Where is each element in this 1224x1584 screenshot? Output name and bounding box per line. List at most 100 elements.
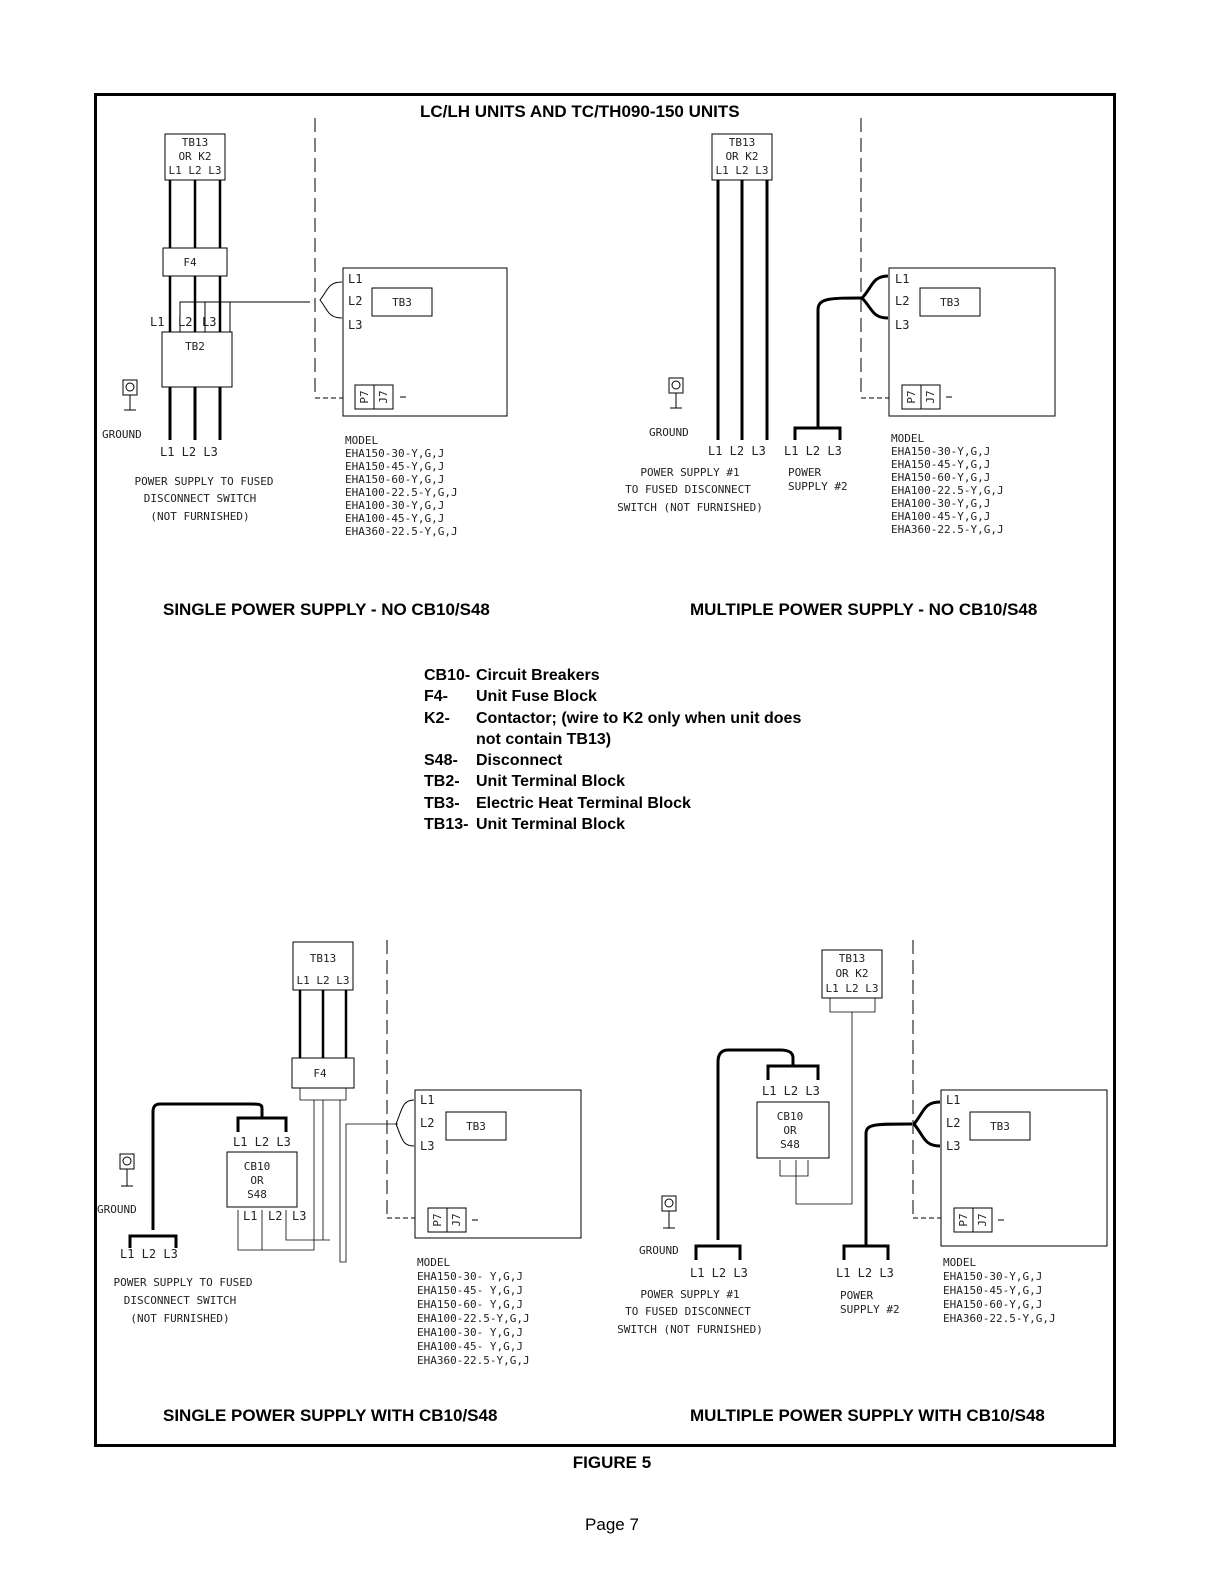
- svg-text:L1 L2 L3: L1 L2 L3: [297, 974, 350, 987]
- svg-text:L2: L2: [178, 315, 192, 329]
- legend-item: K2-Contactor; (wire to K2 only when unit…: [424, 709, 802, 748]
- svg-text:P7: P7: [431, 1213, 444, 1226]
- tb3-block: [371, 287, 433, 317]
- supply-note: DISCONNECT SWITCH: [144, 492, 257, 505]
- svg-text:MODEL: MODEL: [943, 1256, 976, 1269]
- figure-caption: FIGURE 5: [572, 1453, 652, 1472]
- svg-text:EHA150-45- Y,G,J: EHA150-45- Y,G,J: [417, 1284, 523, 1297]
- svg-text:P7: P7: [905, 390, 918, 403]
- svg-text:OR K2: OR K2: [725, 150, 758, 163]
- tb13-block: TB13 L1 L2 L3: [292, 941, 354, 991]
- caption-single-with-cb10: SINGLE POWER SUPPLY WITH CB10/S48: [163, 1406, 498, 1425]
- svg-text:L3: L3: [348, 318, 362, 332]
- heater-box: L1 L2 L3 TB3 P7 J7: [414, 1089, 582, 1239]
- supply-line-labels: L1 L2 L3: [160, 445, 218, 459]
- component-legend: CB10-Circuit Breakers F4-Unit Fuse Block…: [424, 665, 806, 835]
- svg-text:EHA150-30- Y,G,J: EHA150-30- Y,G,J: [417, 1270, 523, 1283]
- supply1-wires: [716, 180, 769, 440]
- svg-text:L2: L2: [946, 1116, 960, 1130]
- svg-text:EHA360-22.5-Y,G,J: EHA360-22.5-Y,G,J: [417, 1354, 530, 1367]
- figure-frame: [94, 93, 1116, 1447]
- svg-text:TB2: TB2: [185, 340, 205, 353]
- cb10-s48-block: CB10 OR S48 L1 L2 L3: [226, 1151, 306, 1223]
- svg-text:EHA150-60-Y,G,J: EHA150-60-Y,G,J: [891, 471, 990, 484]
- svg-text:EHA100-22.5-Y,G,J: EHA100-22.5-Y,G,J: [417, 1312, 530, 1325]
- tb3-label: TB3: [940, 296, 960, 309]
- svg-text:CB10: CB10: [244, 1160, 271, 1173]
- ground-label: GROUND: [97, 1203, 137, 1216]
- model-list: MODEL EHA150-30- Y,G,J EHA150-45- Y,G,J …: [417, 1256, 530, 1367]
- svg-text:L1: L1: [420, 1093, 434, 1107]
- ground-label: GROUND: [649, 426, 689, 439]
- svg-text:EHA150-30-Y,G,J: EHA150-30-Y,G,J: [345, 447, 444, 460]
- svg-text:EHA150-30-Y,G,J: EHA150-30-Y,G,J: [943, 1270, 1042, 1283]
- ground-label: GROUND: [102, 428, 142, 441]
- panel-multiple-with-cb10: TB13 OR K2 L1 L2 L3 L1 L2 L3 CB10 OR S48…: [617, 940, 1108, 1336]
- tb3-block: [969, 1111, 1031, 1141]
- svg-text:L2: L2: [268, 1209, 282, 1223]
- cb10-s48-block: CB10 OR S48: [756, 1101, 830, 1159]
- svg-text:TB13: TB13: [839, 952, 866, 965]
- bracket: [912, 1100, 941, 1148]
- svg-text:J7: J7: [377, 390, 390, 403]
- svg-text:S48: S48: [247, 1188, 267, 1201]
- svg-text:EHA100-22.5-Y,G,J: EHA100-22.5-Y,G,J: [891, 484, 1004, 497]
- svg-text:J7: J7: [976, 1213, 989, 1226]
- supply1-note: SWITCH (NOT FURNISHED): [617, 501, 763, 514]
- legend-item: TB3-Electric Heat Terminal Block: [424, 794, 691, 812]
- tb3-label: TB3: [990, 1120, 1010, 1133]
- svg-text:TB13: TB13: [182, 136, 209, 149]
- supply2-note: POWER: [840, 1289, 873, 1302]
- page-number: Page 7: [585, 1515, 639, 1534]
- svg-text:MODEL: MODEL: [345, 434, 378, 447]
- supply1-note: POWER SUPPLY #1: [640, 1288, 739, 1301]
- caption-multiple-with-cb10: MULTIPLE POWER SUPPLY WITH CB10/S48: [690, 1406, 1045, 1425]
- caption-single-no-cb10: SINGLE POWER SUPPLY - NO CB10/S48: [163, 600, 490, 619]
- svg-text:L2: L2: [348, 294, 362, 308]
- model-list: MODEL EHA150-30-Y,G,J EHA150-45-Y,G,J EH…: [345, 434, 458, 538]
- svg-text:J7: J7: [450, 1213, 463, 1226]
- legend-item: TB2-Unit Terminal Block: [424, 773, 626, 791]
- tb3-label: TB3: [466, 1120, 486, 1133]
- f4-fuse-block: F4: [162, 247, 228, 277]
- svg-text:TB13: TB13: [310, 952, 337, 965]
- ground-icon: [122, 379, 138, 411]
- supply1-note: TO FUSED DISCONNECT: [625, 1305, 751, 1318]
- legend-item: CB10-Circuit Breakers: [424, 667, 600, 684]
- svg-text:L3: L3: [292, 1209, 306, 1223]
- svg-text:EHA150-60-Y,G,J: EHA150-60-Y,G,J: [345, 473, 444, 486]
- f4-fuse-block: F4: [291, 1057, 355, 1089]
- supply2-line-labels: L1 L2 L3: [784, 444, 842, 458]
- heater-feed-wire: [179, 301, 310, 332]
- tb2-block: TB2 L1 L2 L3: [150, 315, 233, 388]
- panel-multiple-no-cb10: TB13 OR K2 L1 L2 L3 GROUND L1 L2 L3 L1 L…: [617, 118, 1056, 536]
- heater-box: L1 L2 L3 TB3 P7 J7: [940, 1089, 1108, 1247]
- svg-text:L3: L3: [202, 315, 216, 329]
- svg-text:P7: P7: [957, 1213, 970, 1226]
- svg-text:EHA150-45-Y,G,J: EHA150-45-Y,G,J: [891, 458, 990, 471]
- svg-text:OR: OR: [250, 1174, 264, 1187]
- ground-icon: [661, 1195, 677, 1229]
- model-list: MODEL EHA150-30-Y,G,J EHA150-45-Y,G,J EH…: [943, 1256, 1056, 1325]
- svg-text:EHA100-30-Y,G,J: EHA100-30-Y,G,J: [891, 497, 990, 510]
- supply-note: (NOT FURNISHED): [150, 510, 249, 523]
- cb10-top-labels: L1 L2 L3: [762, 1084, 820, 1098]
- svg-text:EHA100-45- Y,G,J: EHA100-45- Y,G,J: [417, 1340, 523, 1353]
- supply-note: POWER SUPPLY TO FUSED: [134, 475, 273, 488]
- svg-text:EHA100-45-Y,G,J: EHA100-45-Y,G,J: [345, 512, 444, 525]
- p7-j7-plug: P7 J7: [354, 384, 406, 410]
- svg-text:L1: L1: [243, 1209, 257, 1223]
- tb13-block: TB13 OR K2 L1 L2 L3: [821, 949, 883, 999]
- svg-text:F4: F4: [183, 256, 197, 269]
- svg-text:L1 L2 L3: L1 L2 L3: [716, 164, 769, 177]
- svg-text:L1: L1: [895, 272, 909, 286]
- svg-text:MODEL: MODEL: [891, 432, 924, 445]
- supply2-wire: [793, 296, 863, 440]
- svg-text:L3: L3: [895, 318, 909, 332]
- supply2-note: POWER: [788, 466, 821, 479]
- heater-box: L1 L2 L3 TB3 P7 J7: [888, 267, 1056, 417]
- svg-text:EHA100-45-Y,G,J: EHA100-45-Y,G,J: [891, 510, 990, 523]
- p7-j7-plug: P7 J7: [427, 1207, 478, 1233]
- svg-text:EHA150-45-Y,G,J: EHA150-45-Y,G,J: [345, 460, 444, 473]
